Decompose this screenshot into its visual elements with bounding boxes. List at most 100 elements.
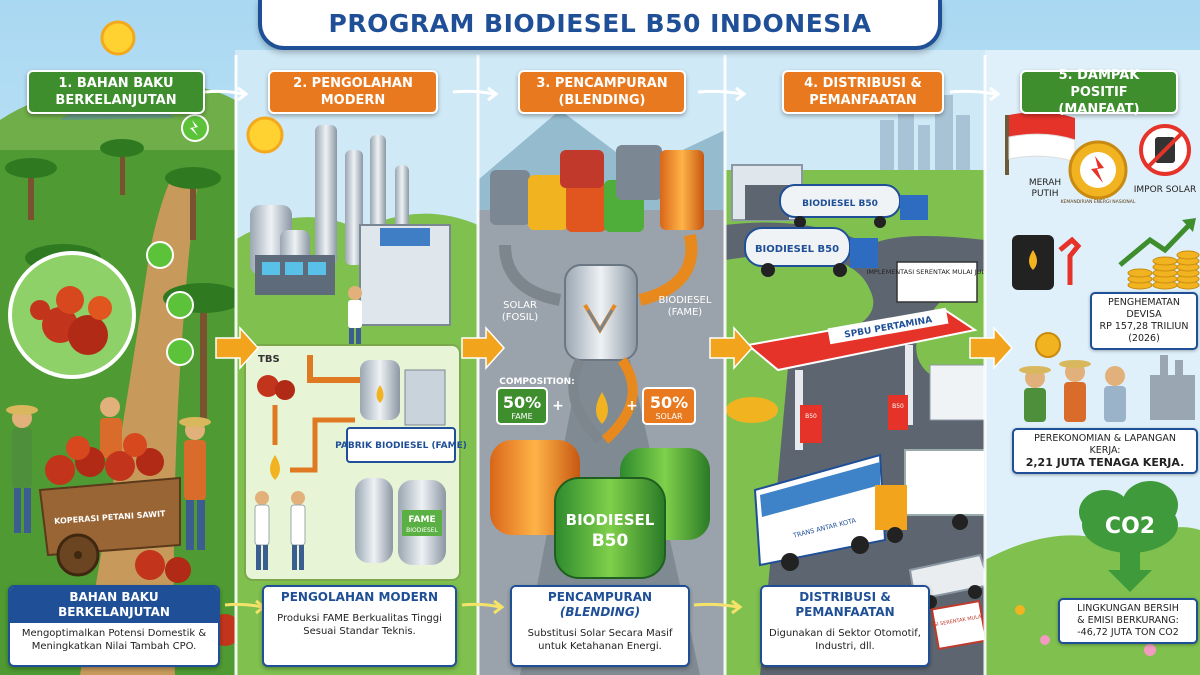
card-pencampuran-text: Substitusi Solar Secara Masif untuk Keta… — [527, 628, 673, 652]
devisa-line2: RP 157,28 TRILIUN (2026) — [1099, 321, 1189, 344]
flow-arrows — [215, 326, 1014, 370]
car — [726, 397, 778, 423]
farmers — [6, 397, 211, 550]
lingkungan-line2: & EMISI BERKURANG: — [1077, 615, 1179, 626]
seal-text: KEMANDIRIAN ENERGI NASIONAL — [1061, 199, 1136, 205]
workers-2 — [348, 286, 362, 346]
leaf-energy-icon-2 — [146, 241, 174, 269]
fame-tank-line1: FAME — [408, 515, 435, 525]
implementation-sign — [896, 261, 978, 303]
kerja-callout: PEREKONOMIAN & LAPANGAN KERJA: 2,21 JUTA… — [1012, 428, 1198, 474]
step-label-3: 3. PENCAMPURAN (BLENDING) — [518, 70, 686, 114]
devisa-callout: PENGHEMATAN DEVISA RP 157,28 TRILIUN (20… — [1090, 292, 1198, 350]
step-label-5: 5. DAMPAK POSITIF (MANFAAT) — [1020, 68, 1178, 117]
tanker-truck-1: BIODIESEL B50 — [779, 184, 928, 228]
tank-line1: BIODIESEL — [566, 511, 655, 529]
factory-icon — [1150, 355, 1195, 420]
card-pencampuran: PENCAMPURAN (BLENDING) Substitusi Solar … — [510, 585, 690, 667]
pump-label-2: B50 — [892, 403, 904, 410]
biodiesel-b50-tank — [554, 477, 666, 579]
arrow-2-3 — [461, 326, 506, 370]
card-bahan-baku: BAHAN BAKU BERKELANJUTAN Mengoptimalkan … — [8, 585, 220, 667]
down-arrow-icon — [1108, 548, 1152, 592]
card-pengolahan-text: Produksi FAME Berkualitas Tinggi Sesuai … — [277, 613, 442, 637]
pipe-orange-2 — [307, 355, 360, 383]
card-pencampuran-title-main: PENCAMPURAN — [547, 590, 653, 604]
merah-putih-1: MERAH — [1029, 178, 1061, 188]
panel-1: KOPERASI PETANI SAWIT — [0, 20, 243, 675]
truck-label-2: BIODIESEL B50 — [755, 244, 839, 255]
card-distribusi: DISTRIBUSI & PEMANFAATAN Digunakan di Se… — [760, 585, 930, 667]
svg-text:IMPLEMENTASI SERENTAK MULAI JU: IMPLEMENTASI SERENTAK MULAI JULI 2025. — [866, 268, 1007, 276]
top-arrows — [204, 86, 1001, 102]
fruit-cart: KOPERASI PETANI SAWIT — [38, 433, 181, 577]
arrow-3-4 — [709, 326, 754, 370]
panel-dividers — [234, 55, 987, 675]
palm-fruit-bunch — [30, 286, 112, 355]
oil-drop-icon — [270, 455, 280, 480]
page-title: PROGRAM BIODIESEL B50 INDONESIA — [258, 0, 942, 50]
sun-icon — [100, 20, 136, 56]
solar-name: SOLAR — [655, 412, 682, 421]
step-label-4: 4. DISTRIBUSI & PEMANFAATAN — [782, 70, 944, 114]
card-bahan-baku-title: BAHAN BAKU BERKELANJUTAN — [10, 587, 218, 623]
merah-putih-flag — [1005, 112, 1076, 175]
step-label-2: 2. PENGOLAHAN MODERN — [268, 70, 438, 114]
kerja-line2: 2,21 JUTA TENAGA KERJA. — [1025, 456, 1185, 469]
refinery — [250, 125, 451, 326]
merah-putih-2: PUTIH — [1032, 189, 1059, 199]
step-label-1: 1. BAHAN BAKU BERKELANJUTAN — [27, 70, 205, 114]
coin-icon — [1035, 332, 1061, 358]
panel-4: BIODIESEL B50 BIODIESEL B50 IMPLEMENTASI… — [725, 50, 1015, 675]
city-skyline — [880, 95, 970, 180]
card-distribusi-text: Digunakan di Sektor Otomotif, Industri, … — [769, 628, 921, 652]
sun-icon-2 — [246, 116, 284, 154]
storage-tanks — [490, 145, 704, 232]
fame-pct-box — [496, 387, 548, 425]
plus-sign-1: + — [552, 398, 564, 414]
panel-2: TBS PABRIK BIODIESEL (FAME) FAME BIODIES… — [235, 50, 478, 675]
fame-name: FAME — [511, 412, 532, 421]
pipe-biodiesel — [638, 233, 698, 306]
impl-sign-text: IMPLEMENTASI SERENTAK MULAI JULI 2025. — [866, 268, 1007, 276]
leaf-energy-icon-4 — [166, 338, 194, 366]
lingkungan-line3: -46,72 JUTA TON CO2 — [1077, 627, 1179, 638]
tanker-truck-2: BIODIESEL B50 — [744, 227, 878, 277]
leaf-energy-icon — [181, 114, 209, 142]
road-sign — [930, 599, 988, 651]
workers-5 — [1019, 360, 1126, 422]
lingkungan-callout: LINGKUNGAN BERSIH & EMISI BERKURANG: -46… — [1058, 598, 1198, 644]
tank-line2: B50 — [592, 531, 629, 551]
card-bahan-baku-text: Mengoptimalkan Potensi Domestik & Mening… — [21, 628, 207, 652]
fuel-nozzle-icon — [1058, 236, 1082, 285]
truck-label: BIODIESEL B50 — [802, 199, 878, 209]
panel-5: MERAH PUTIH KEMANDIRIAN ENERGI NASIONAL … — [985, 50, 1200, 675]
scientists — [254, 491, 306, 570]
mixer-tank — [564, 264, 638, 361]
card-pengolahan-title: PENGOLAHAN MODERN — [264, 587, 455, 608]
panel-3: SOLAR (FOSIL) BIODIESEL (FAME) COMPOSITI… — [478, 50, 725, 675]
arrow-1-2 — [215, 326, 260, 370]
card-pengolahan: PENGOLAHAN MODERN Produksi FAME Berkuali… — [262, 585, 457, 667]
bus: TRANS ANTAR KOTA — [753, 453, 887, 571]
card-distribusi-title: DISTRIBUSI & PEMANFAATAN — [762, 587, 928, 623]
fame-tank-line2: BIODIESEL — [406, 527, 438, 534]
bio-label-2: (FAME) — [668, 307, 703, 318]
solar-label-1: SOLAR — [503, 300, 537, 311]
co2-label: CO2 — [1105, 514, 1155, 539]
composition-label: COMPOSITION: — [499, 377, 575, 387]
impor-solar: IMPOR SOLAR — [1134, 185, 1196, 195]
lightning-icon — [1091, 156, 1104, 183]
solar-pct: 50% — [650, 393, 688, 412]
leaf-energy-icon-3 — [166, 291, 194, 319]
card-pencampuran-title-em: (BLENDING) — [559, 605, 641, 619]
coin-stack-icon — [1127, 250, 1200, 290]
fame-pct: 50% — [503, 393, 541, 412]
solar-label-2: (FOSIL) — [502, 312, 538, 323]
arrow-4-5 — [969, 326, 1014, 370]
factory-label: PABRIK BIODIESEL (FAME) — [335, 441, 467, 451]
co2-cloud-icon: CO2 — [1079, 481, 1178, 553]
lingkungan-line1: LINGKUNGAN BERSIH — [1077, 603, 1179, 614]
kerja-line1: PEREKONOMIAN & LAPANGAN KERJA: — [1034, 433, 1176, 456]
